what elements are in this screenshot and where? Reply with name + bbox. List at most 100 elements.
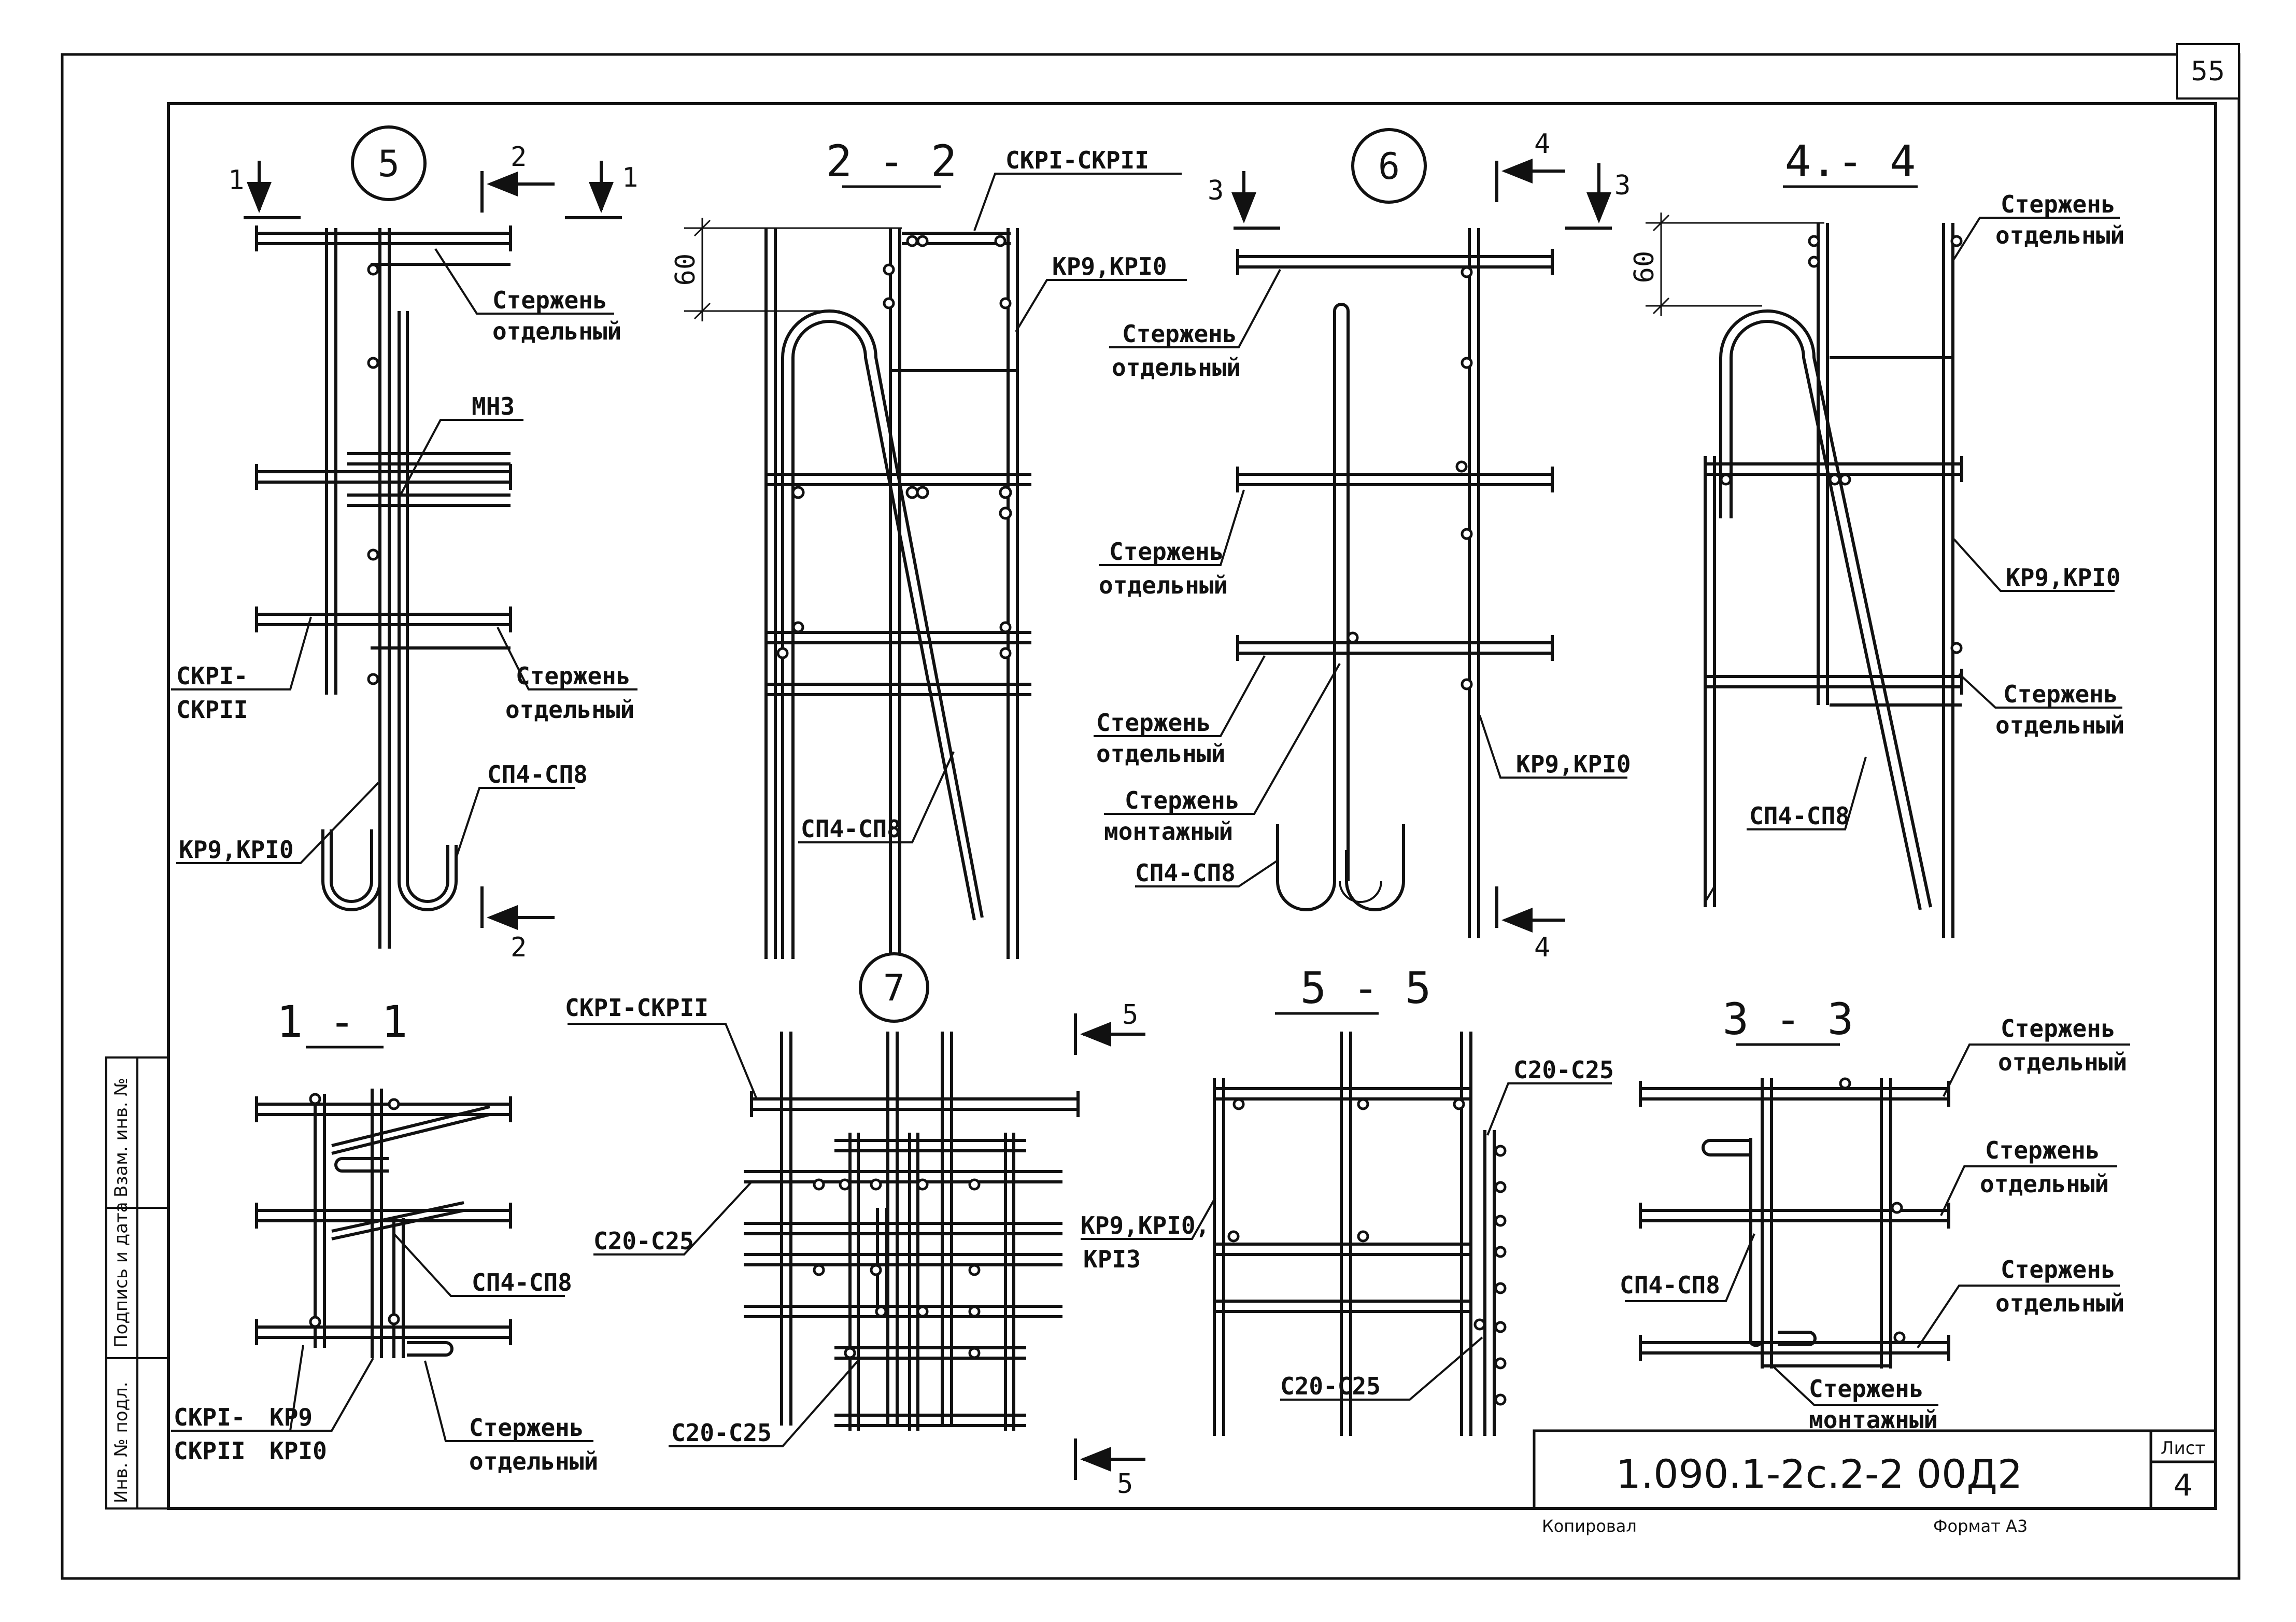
view-5-bar-dots xyxy=(367,263,379,685)
label-sp: СП4-СП8 xyxy=(1620,1271,1720,1299)
label-sterzhen: Стержень xyxy=(1809,1375,1924,1403)
label-sterzhen: Стержень xyxy=(469,1414,584,1442)
label-ckp: СКРI- xyxy=(176,662,248,690)
cut-1-left-label: 1 xyxy=(228,165,244,196)
label-c20-c25: С20-С25 xyxy=(593,1227,694,1255)
section-2-2-dots xyxy=(776,235,1012,659)
view-6-marker-circle xyxy=(1351,128,1427,204)
cut-5-top-label: 5 xyxy=(1122,999,1138,1031)
label-ckp: СКРII xyxy=(174,1437,245,1465)
title-block xyxy=(1533,1429,2217,1510)
view-5-leaders xyxy=(171,248,637,864)
view-5-cut-1-right xyxy=(565,161,622,219)
label-kr: КР9,КРI0, xyxy=(1081,1211,1210,1239)
section-2-2-rebars xyxy=(764,228,1031,959)
label-sp: СП4-СП8 xyxy=(1749,802,1850,830)
label-ckp: СКРI- xyxy=(174,1403,245,1431)
section-3-3-title: 3 - 3 xyxy=(1723,994,1854,1045)
view-6-cut-4-top xyxy=(1495,159,1565,202)
section-1-1-leaders xyxy=(171,1233,593,1442)
view-7: 7 xyxy=(565,952,1145,1500)
label-otdelny: отдельный xyxy=(1096,740,1225,768)
label-otdelny: отдельный xyxy=(469,1447,598,1475)
label-ckp: СКРI-СКРII xyxy=(565,994,708,1022)
label-montazhny: монтажный xyxy=(1809,1406,1938,1434)
section-1-1: 1 - 1 xyxy=(171,996,598,1475)
label-sterzhen: Стержень xyxy=(1096,709,1211,737)
view-6-cut-4-bottom xyxy=(1495,886,1565,933)
label-kr13: КРI3 xyxy=(1083,1245,1141,1273)
stamp-vzam-inv: Взам. инв. № xyxy=(111,1078,132,1197)
view-7-marker-circle xyxy=(859,952,929,1023)
view-6-leaders xyxy=(1094,269,1627,887)
label-c20-c25: С20-С25 xyxy=(671,1419,772,1447)
label-otdelny: отдельный xyxy=(1995,1289,2124,1317)
section-3-3: 3 - 3 xyxy=(1620,994,2130,1434)
section-5-5-leaders xyxy=(1081,1082,1612,1401)
format-label: Формат А3 xyxy=(1933,1516,2028,1536)
label-kr: КР9,КРI0 xyxy=(179,836,294,864)
label-otdelny: отдельный xyxy=(505,696,634,724)
section-3-3-dots xyxy=(1839,1077,1906,1344)
section-5-5-dots xyxy=(1227,1098,1507,1406)
cut-2-bottom-label: 2 xyxy=(511,932,527,963)
label-sterzhen: Стержень xyxy=(2001,1256,2116,1284)
view-5-cut-2-bottom xyxy=(480,886,555,930)
view-7-marker-text: 7 xyxy=(883,967,905,1009)
label-ckp: СКРII xyxy=(176,696,248,724)
drawing-code: 1.090.1-2с.2-2 00Д2 xyxy=(1616,1451,2023,1497)
corner-number-text: 55 xyxy=(2191,56,2225,87)
section-4-4: 4.- 4 xyxy=(1629,136,2124,938)
section-4-4-title: 4.- 4 xyxy=(1785,136,1916,187)
label-c20-c25: С20-С25 xyxy=(1513,1056,1614,1084)
label-kr: КР9,КРI0 xyxy=(1052,252,1167,280)
view-5-cut-2-top xyxy=(480,171,555,213)
label-otdelny: отдельный xyxy=(1112,354,1241,382)
section-3-3-leaders xyxy=(1625,1043,2130,1406)
cut-4-bottom-label: 4 xyxy=(1534,932,1550,963)
label-kr: КР9,КРI0 xyxy=(2006,563,2121,591)
label-otdelny: отдельный xyxy=(1998,1048,2127,1076)
view-7-leaders xyxy=(568,1023,861,1447)
view-7-cut-5-bottom xyxy=(1074,1438,1145,1480)
section-4-4-dimension xyxy=(1646,213,1824,316)
view-6-cut-3-left xyxy=(1231,171,1280,230)
label-sterzhen: Стержень xyxy=(1122,320,1237,348)
view-6-rebars xyxy=(1236,228,1554,938)
view-7-dots xyxy=(813,1178,981,1359)
label-ckp: СКРI-СКРII xyxy=(1005,146,1149,174)
label-otdelny: отдельный xyxy=(1995,711,2124,739)
label-otdelny: отдельный xyxy=(1980,1170,2109,1198)
view-5-marker-text: 5 xyxy=(378,143,400,185)
view-6-marker-text: 6 xyxy=(1378,145,1400,188)
label-kr: КР9,КРI0 xyxy=(1516,750,1631,778)
label-sterzhen: Стержень xyxy=(1109,538,1224,566)
view-6-cut-3-right xyxy=(1565,163,1612,230)
view-6-dots xyxy=(1347,266,1473,690)
outer-frame xyxy=(61,53,2241,1580)
label-sterzhen: Стержень xyxy=(2003,680,2118,708)
label-sp: СП4-СП8 xyxy=(487,760,588,788)
stamp-inv-podl: Инв. № подл. xyxy=(111,1381,132,1503)
label-otdelny: отдельный xyxy=(492,317,621,345)
cut-3-right-label: 3 xyxy=(1614,170,1631,201)
label-kr: КРI0 xyxy=(270,1437,327,1465)
view-5-marker-circle xyxy=(351,125,427,201)
section-2-2-title: 2 - 2 xyxy=(826,136,957,187)
label-sp: СП4-СП8 xyxy=(1135,859,1236,887)
view-5: 5 1 1 2 2 xyxy=(171,125,638,963)
section-4-4-rebars xyxy=(1704,223,1963,938)
label-mn3: МН3 xyxy=(472,392,515,420)
sheet-label: Лист xyxy=(2161,1438,2205,1459)
label-sp: СП4-СП8 xyxy=(801,815,901,843)
dimension-60: 60 xyxy=(1629,251,1660,284)
cut-4-top-label: 4 xyxy=(1534,129,1550,160)
label-sterzhen: Стержень xyxy=(516,662,631,690)
section-4-4-leaders xyxy=(1747,217,2122,830)
section-2-2: 2 - 2 xyxy=(670,136,1187,959)
section-4-4-dots xyxy=(1720,235,1963,654)
label-sp: СП4-СП8 xyxy=(472,1268,572,1296)
label-montazhny: монтажный xyxy=(1104,817,1233,845)
label-sterzhen: Стержень xyxy=(1125,786,1240,814)
